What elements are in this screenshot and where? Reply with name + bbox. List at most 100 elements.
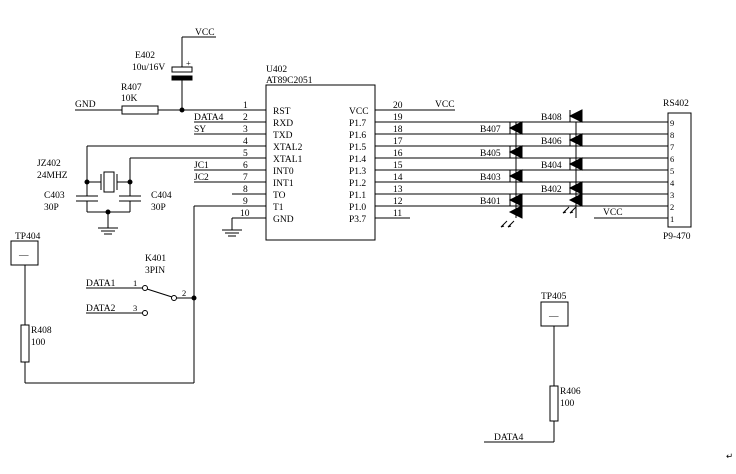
u402-pin-7-num: 7 bbox=[243, 173, 248, 183]
net-data2: DATA2 bbox=[86, 304, 116, 314]
r408-value: 100 bbox=[31, 338, 46, 348]
rs402-pin-9: 9 bbox=[670, 118, 674, 128]
u402-pin-14-name: P1.2 bbox=[349, 179, 366, 189]
u402-pin-8-num: 8 bbox=[243, 185, 248, 195]
u402-pin-18-name: P1.6 bbox=[349, 131, 366, 141]
u402-pin-13-num: 13 bbox=[393, 185, 403, 195]
led-b406: B406 bbox=[541, 133, 583, 147]
u402-pin-4-name: XTAL2 bbox=[273, 143, 303, 153]
tp404-symbol: — bbox=[18, 251, 29, 261]
u402-pin-16-num: 16 bbox=[393, 149, 403, 159]
rs402-pin-7: 7 bbox=[670, 142, 674, 152]
u402-pin-1-name: RST bbox=[273, 107, 291, 117]
u402-pin-5-name: XTAL1 bbox=[273, 155, 303, 165]
r407-ref: R407 bbox=[121, 83, 142, 93]
return-mark: ↵ bbox=[726, 451, 733, 461]
u402-pin-7-name: INT1 bbox=[273, 179, 294, 189]
net-jc2: JC2 bbox=[194, 173, 209, 183]
u402-pin-11-name: P3.7 bbox=[349, 215, 366, 225]
e402-capacitor: + E402 10u/16V bbox=[132, 51, 193, 110]
led-b404-label: B404 bbox=[541, 161, 562, 171]
led-b408: B408 bbox=[541, 109, 583, 123]
testpoint-tp405: TP405 — bbox=[540, 292, 569, 386]
gnd-symbol-u402 bbox=[222, 218, 242, 237]
u402-pin-17-num: 17 bbox=[393, 137, 403, 147]
rs402-pin-8: 8 bbox=[670, 130, 674, 140]
u402-pin-15-name: P1.3 bbox=[349, 167, 366, 177]
u402-pin-10-num: 10 bbox=[240, 209, 250, 219]
k401-pin2: 2 bbox=[182, 288, 186, 298]
k401-pin1: 1 bbox=[133, 278, 137, 288]
u402-pin-6-num: 6 bbox=[243, 161, 248, 171]
u402-pin-11-num: 11 bbox=[393, 209, 402, 219]
u402-pin-1-num: 1 bbox=[243, 101, 248, 111]
e402-ref: E402 bbox=[135, 51, 155, 61]
rs402-pin-3: 3 bbox=[670, 190, 674, 200]
u402-part: AT89C2051 bbox=[266, 76, 313, 86]
rs402-pin-2: 2 bbox=[670, 202, 674, 212]
u402-pin-19-num: 19 bbox=[393, 113, 403, 123]
resistor-r406: R406 100 DATA4 bbox=[484, 385, 581, 443]
u402-pin-20-name: VCC bbox=[349, 107, 369, 117]
c403-ref: C403 bbox=[44, 191, 65, 201]
led-b407: B407 bbox=[480, 121, 523, 135]
led-b404: B404 bbox=[541, 157, 583, 171]
switch-k401: K401 3PIN 1 2 3 DATA1 DATA2 bbox=[86, 206, 197, 383]
net-jc1: JC1 bbox=[194, 161, 209, 171]
r406-ref: R406 bbox=[560, 387, 581, 397]
rs402-pin-4: 4 bbox=[670, 178, 675, 188]
vcc-pin20-label: VCC bbox=[435, 100, 455, 110]
k401-ref: K401 bbox=[145, 254, 166, 264]
u402-pin-14-num: 14 bbox=[393, 173, 403, 183]
net-sy-pin3: SY bbox=[194, 125, 206, 135]
r407-value: 10K bbox=[121, 94, 138, 104]
crystal-jz402: JZ402 24MHZ bbox=[37, 146, 133, 196]
tp404-ref: TP404 bbox=[15, 232, 41, 242]
u402-pin-2-name: RXD bbox=[273, 119, 293, 129]
c404-ref: C404 bbox=[151, 191, 172, 201]
u402-pin-13-name: P1.1 bbox=[349, 191, 366, 201]
u402-pin-8-name: TO bbox=[273, 191, 286, 201]
u402-pin-5-num: 5 bbox=[243, 149, 248, 159]
k401-pin3: 3 bbox=[133, 303, 137, 313]
gnd-r407-rst-net: GND R407 10K bbox=[75, 83, 266, 115]
u402-pin-20-num: 20 bbox=[393, 101, 403, 111]
c404-value: 30P bbox=[151, 203, 166, 213]
led-b402-label: B402 bbox=[541, 185, 562, 195]
u402-ref: U402 bbox=[266, 65, 287, 75]
header-rs402: RS402 P9-470 9 8 7 6 5 4 3 2 1 bbox=[663, 99, 692, 242]
u402-pin-9-name: T1 bbox=[273, 203, 284, 213]
tp405-ref: TP405 bbox=[541, 292, 567, 302]
u402-pin-3-num: 3 bbox=[243, 125, 248, 135]
u402-pin-19-name: P1.7 bbox=[349, 119, 366, 129]
led-b402: B402 bbox=[541, 181, 583, 207]
u402-pin-17-name: P1.5 bbox=[349, 143, 366, 153]
led-b401-label: B401 bbox=[480, 197, 501, 207]
u402-pin-12-num: 12 bbox=[393, 197, 403, 207]
led-b405: B405 bbox=[480, 145, 523, 159]
capacitor-c403: C403 30P bbox=[44, 191, 98, 213]
rs402-pin-6: 6 bbox=[670, 154, 674, 164]
k401-value: 3PIN bbox=[145, 266, 165, 276]
net-data4-bottom: DATA4 bbox=[494, 433, 524, 443]
led-b401: B401 bbox=[480, 193, 523, 219]
u402-pin-9-num: 9 bbox=[243, 197, 248, 207]
jz402-value: 24MHZ bbox=[37, 171, 68, 181]
vcc-header-label: VCC bbox=[603, 208, 623, 218]
u402-pin-16-name: P1.4 bbox=[349, 155, 366, 165]
e402-value: 10u/16V bbox=[132, 63, 165, 73]
jz402-ref: JZ402 bbox=[37, 159, 61, 169]
u402-pin-18-num: 18 bbox=[393, 125, 403, 135]
led-emission-arrows bbox=[500, 206, 577, 228]
u402-pin-15-num: 15 bbox=[393, 161, 403, 171]
rs402-value: P9-470 bbox=[663, 232, 691, 242]
u402-pin-10-name: GND bbox=[273, 215, 294, 225]
u402-pin-2-num: 2 bbox=[243, 113, 248, 123]
e402-plus: + bbox=[186, 58, 191, 68]
u402-pin-6-name: INT0 bbox=[273, 167, 294, 177]
led-b403-label: B403 bbox=[480, 173, 501, 183]
led-b406-label: B406 bbox=[541, 137, 562, 147]
testpoint-tp404: TP404 — bbox=[10, 232, 41, 325]
u402-ic: U402 AT89C2051 1 2 3 4 5 6 7 8 9 10 bbox=[87, 65, 668, 241]
